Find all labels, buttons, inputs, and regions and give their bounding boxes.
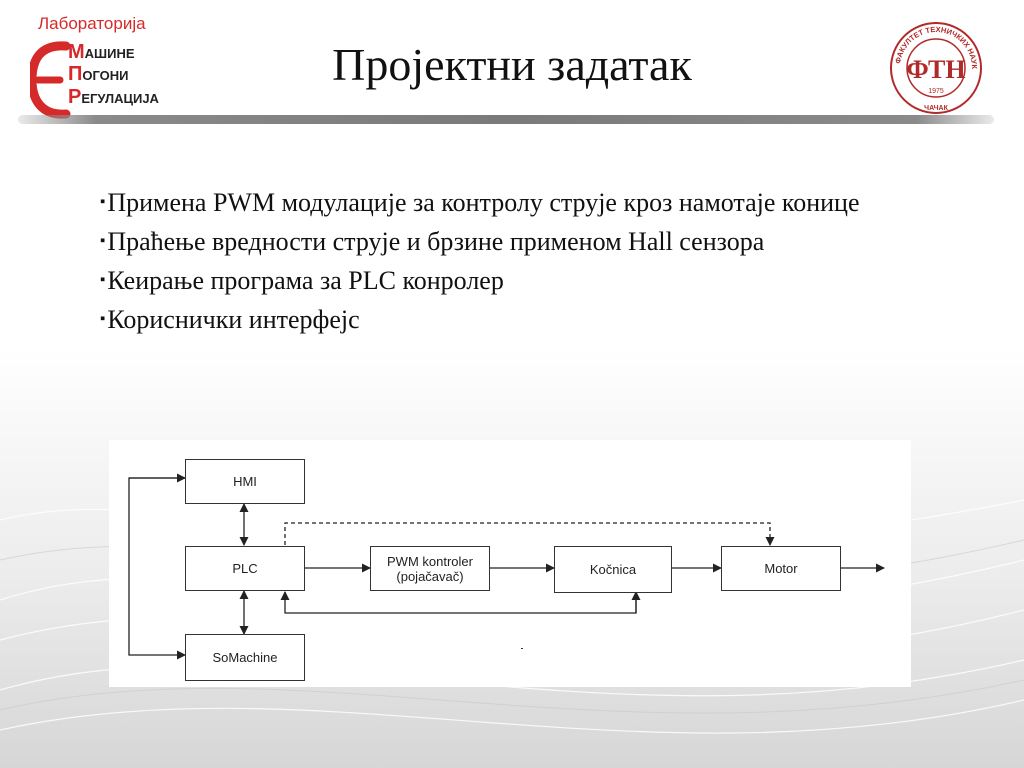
kocnica-block: Kočnica xyxy=(554,546,672,593)
bullet-marker-icon: ▪ xyxy=(100,194,106,210)
bullet-marker-icon: ▪ xyxy=(100,233,106,249)
stray-dot xyxy=(521,648,523,649)
slide-title: Пројектни задатак xyxy=(332,39,692,90)
plc-block: PLC xyxy=(185,546,305,591)
logo-e-mark-icon xyxy=(30,41,71,119)
header-divider-bar xyxy=(18,115,994,124)
bullet-item: ▪Праћење вредности струје и брзине приме… xyxy=(100,222,1000,261)
bullet-text: Праћење вредности струје и брзине примен… xyxy=(107,227,765,256)
faculty-seal-icon: ФАКУЛТЕТ ТЕХНИЧКИХ НАУКА ФТН 1975 ЧАЧАК xyxy=(888,20,982,114)
logo-top-text: Лабораторија xyxy=(38,14,146,33)
seal-city: ЧАЧАК xyxy=(924,105,948,112)
bullet-marker-icon: ▪ xyxy=(100,311,106,327)
motor-block: Motor xyxy=(721,546,841,591)
laboratory-logo: Лабораторија МАШИНЕ ПОГОНИ РЕГУЛАЦИЈА xyxy=(30,14,170,119)
bullet-text: Кориснички интерфејс xyxy=(107,305,360,334)
logo-line-2: ПОГОНИ xyxy=(68,63,129,85)
bullet-text: Примена PWM модулације за контролу струј… xyxy=(107,188,860,217)
logo-line-3: РЕГУЛАЦИЈА xyxy=(68,86,159,108)
logo-line-1: МАШИНЕ xyxy=(68,41,135,63)
task-bullet-list: ▪Примена PWM модулације за контролу стру… xyxy=(100,183,1000,339)
seal-year: 1975 xyxy=(928,88,944,95)
bullet-item: ▪Кориснички интерфејс xyxy=(100,300,1000,339)
bullet-item: ▪Кеирање програма за PLC конролер xyxy=(100,261,1000,300)
block-diagram: HMI PLC PWM kontroler(pojačavač) Kočnica… xyxy=(109,440,911,687)
hmi-block: HMI xyxy=(185,459,305,504)
somachine-block: SoMachine xyxy=(185,634,305,681)
bullet-item: ▪Примена PWM модулације за контролу стру… xyxy=(100,183,1000,222)
diagram-connectors xyxy=(128,473,885,660)
seal-monogram: ФТН xyxy=(906,55,965,84)
pwm-controller-block: PWM kontroler(pojačavač) xyxy=(370,546,490,591)
bullet-marker-icon: ▪ xyxy=(100,272,106,288)
bullet-text: Кеирање програма за PLC конролер xyxy=(107,266,504,295)
